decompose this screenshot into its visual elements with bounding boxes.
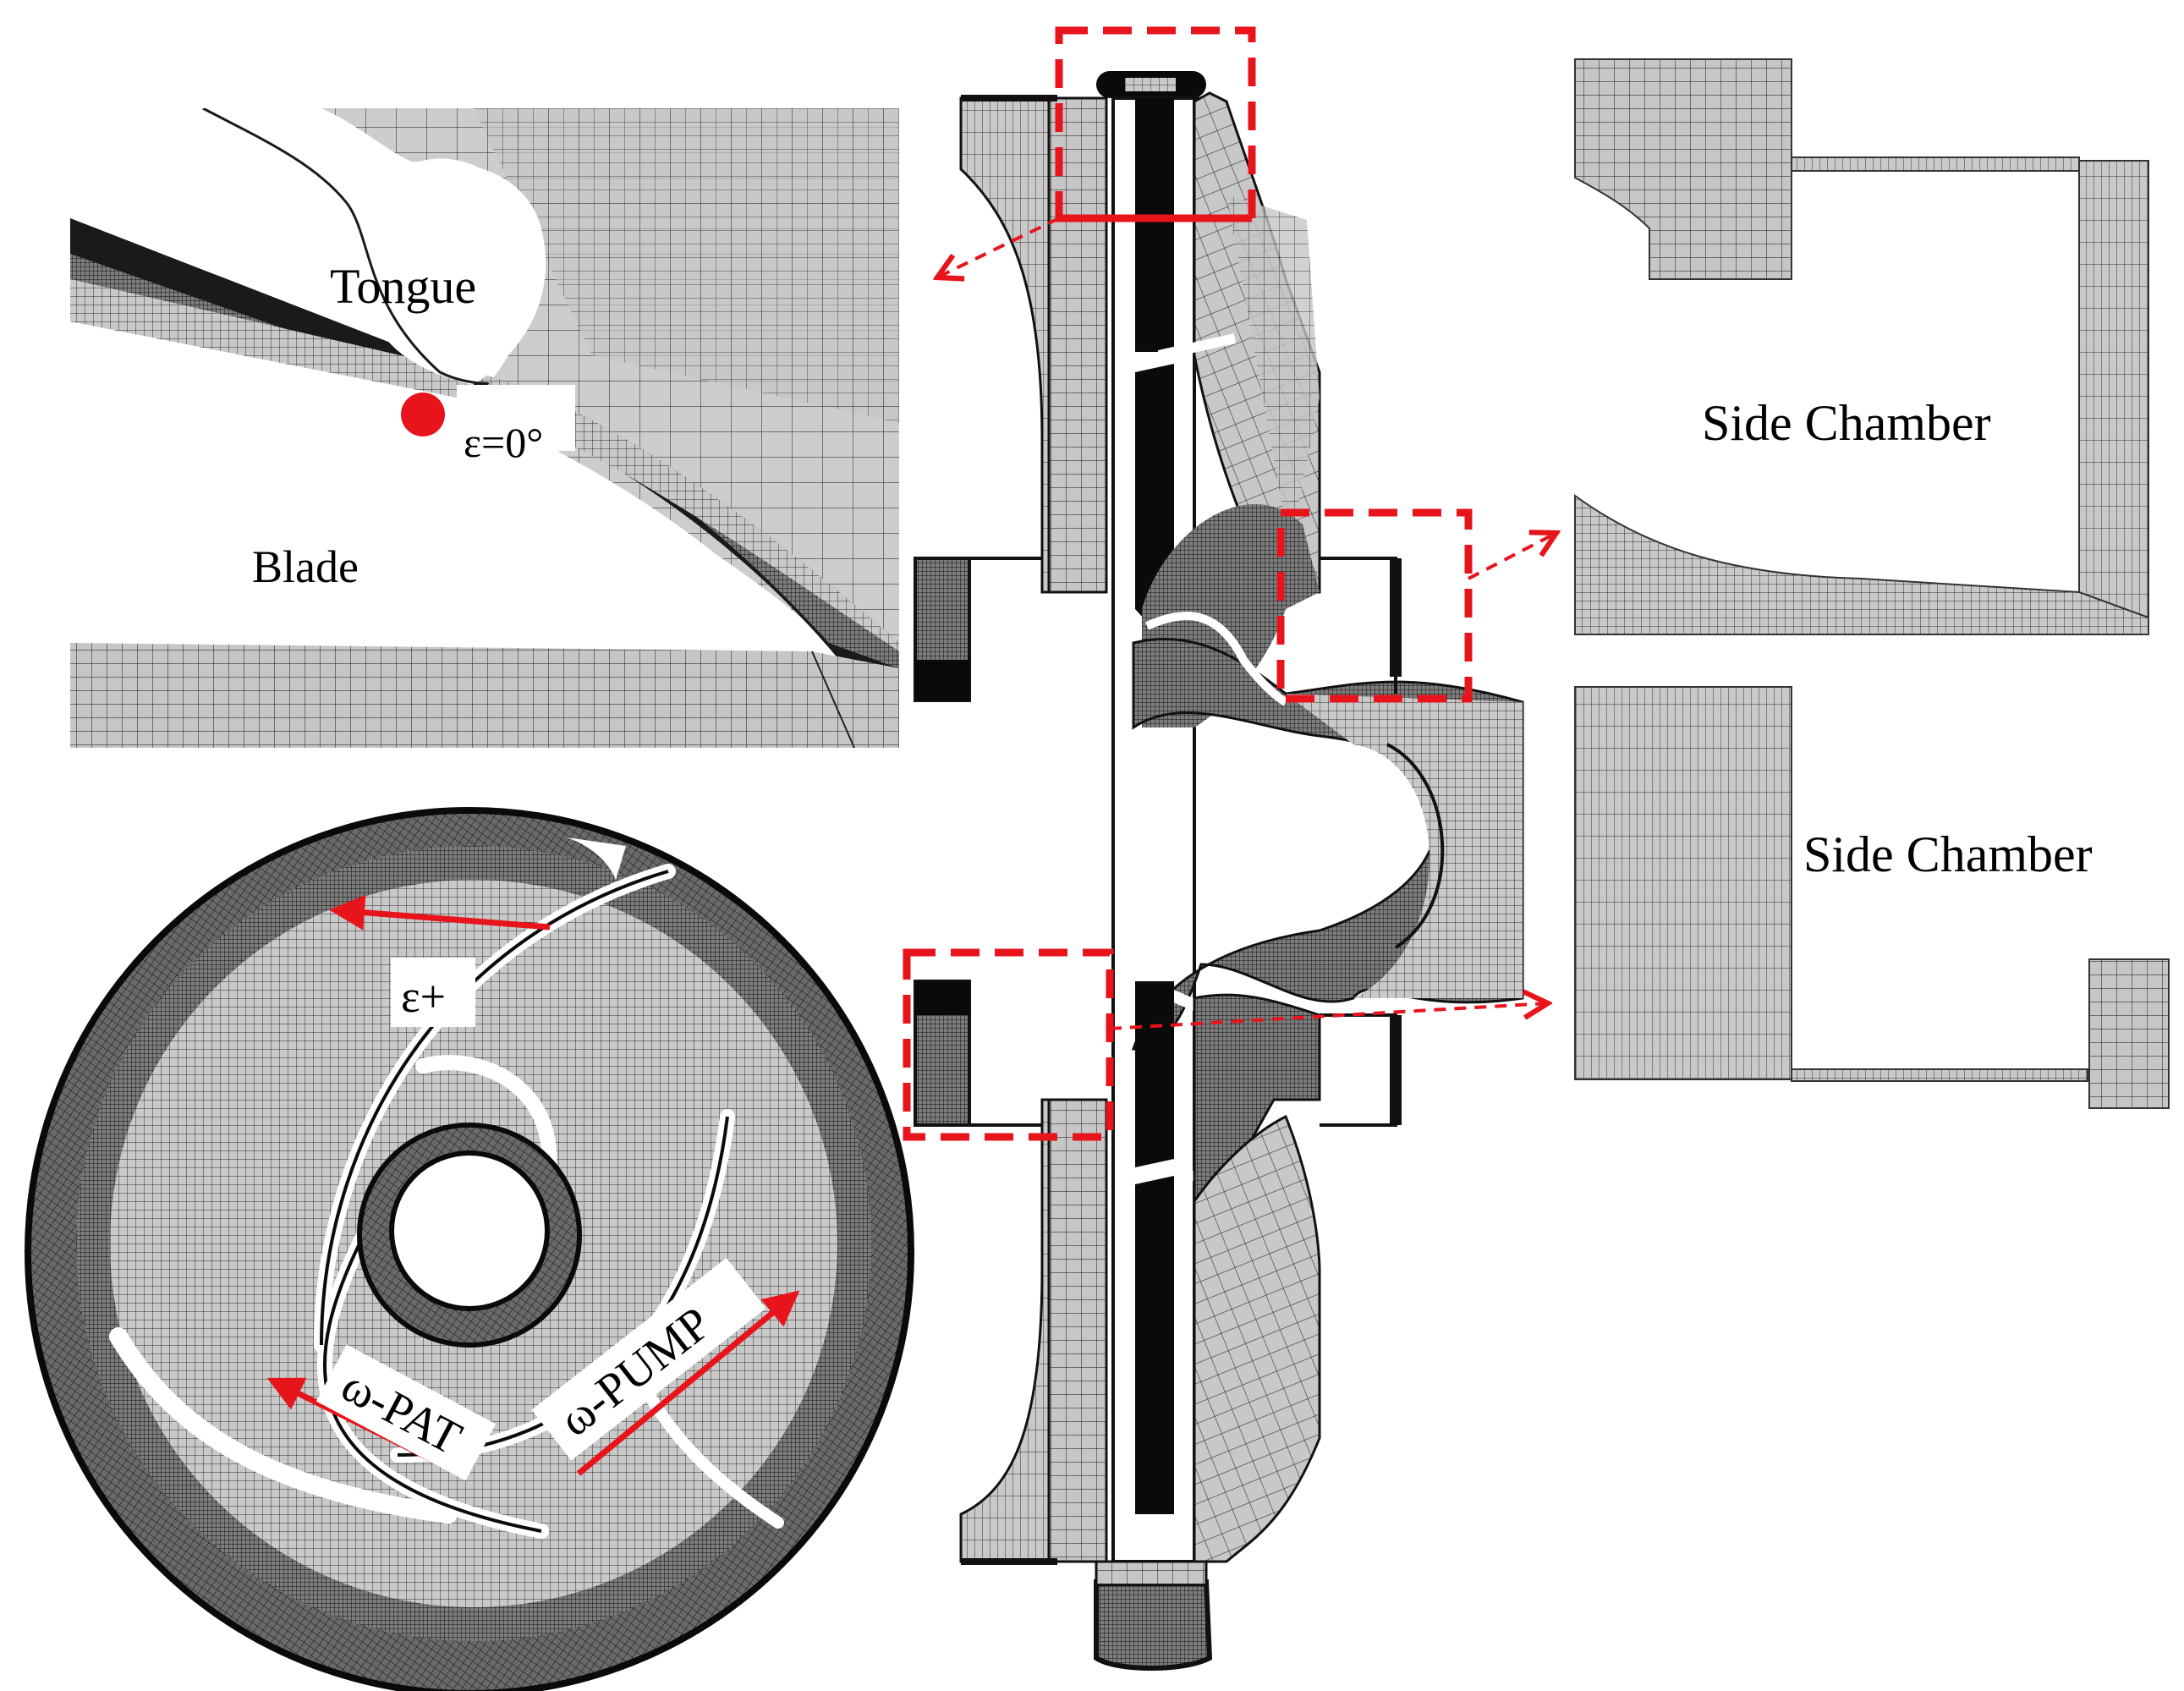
epsilon-plus-label: ε+ bbox=[401, 971, 446, 1022]
tongue-blade-detail-panel: Tongue Blade ε=0° bbox=[70, 108, 899, 748]
callout-box-side-chamber-upper bbox=[1276, 508, 1473, 703]
omega-pump-label-bg bbox=[531, 1257, 766, 1461]
blade-mesh bbox=[70, 643, 899, 748]
casing-outlet-bottom bbox=[1094, 1579, 1213, 1671]
impeller-plan-view: ε+ ω-PAT ω-PUMP bbox=[25, 807, 914, 1691]
side-chamber-upper-panel: Side Chamber bbox=[1574, 58, 2149, 635]
impeller-mesh-lower bbox=[1193, 993, 1321, 1204]
tongue-label: Tongue bbox=[330, 259, 476, 314]
hub-bore bbox=[389, 1150, 550, 1311]
tongue-surface bbox=[203, 108, 546, 385]
meridional-section bbox=[914, 71, 1524, 1671]
front-shroud-mesh bbox=[959, 96, 1059, 594]
detail-callouts bbox=[903, 26, 1556, 1141]
red-arrow-icon-pump bbox=[576, 1290, 800, 1476]
callout-box-side-chamber-lower bbox=[903, 948, 1114, 1141]
epsilon-plus-label-bg bbox=[391, 958, 475, 1027]
side-chamber-label-lower: Side Chamber bbox=[1803, 826, 2093, 882]
callout-box-tongue bbox=[1055, 26, 1256, 222]
side-chamber-label-upper: Side Chamber bbox=[1702, 395, 1991, 451]
side-chamber-lower-panel: Side Chamber bbox=[1574, 686, 2170, 1109]
side-chamber-outline-upper bbox=[1320, 557, 1397, 694]
omega-pat-label-bg bbox=[316, 1344, 497, 1481]
dashed-arrow-icon-right-lower bbox=[1109, 1003, 1548, 1030]
red-dot-icon bbox=[401, 393, 445, 436]
back-shroud-mesh bbox=[959, 1098, 1059, 1563]
epsilon-zero-label-bg bbox=[457, 385, 575, 451]
blade-label: Blade bbox=[252, 541, 359, 592]
dashed-arrow-icon-right-upper bbox=[1468, 533, 1556, 580]
dashed-arrow-icon bbox=[937, 217, 1060, 277]
red-arrow-icon-epsilon bbox=[329, 894, 551, 931]
epsilon-zero-label: ε=0° bbox=[464, 419, 543, 466]
